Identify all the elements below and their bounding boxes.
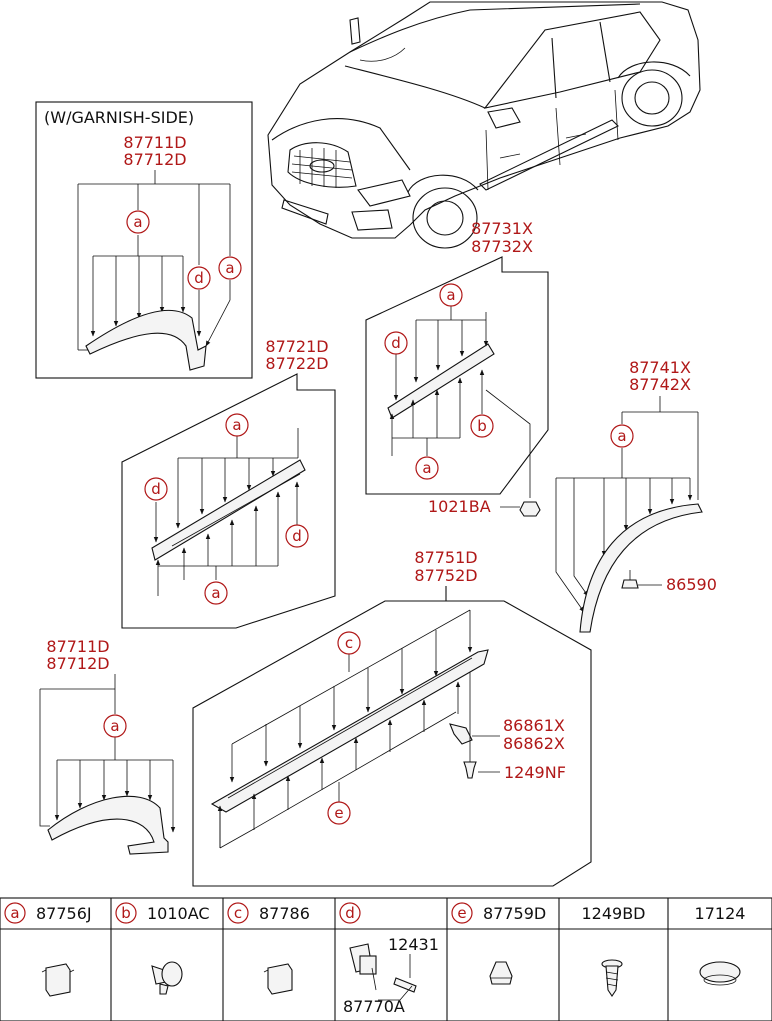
- front-door-molding-group: 87721D 87722D a d d a: [121, 337, 336, 629]
- sill-part-number-1: 87751D: [414, 548, 477, 567]
- front-door-molding: [151, 459, 306, 561]
- rear-arch-part-number-1: 87741X: [629, 358, 691, 377]
- svg-text:d: d: [292, 527, 302, 545]
- garnish-title: (W/GARNISH-SIDE): [44, 108, 194, 127]
- garnish-part-number-1: 87711D: [123, 133, 186, 152]
- legend-part-number: 17124: [695, 904, 746, 923]
- front-arch-molding-group: 87711D 87712D a: [39, 637, 176, 855]
- screw-part-number: 1249NF: [504, 763, 566, 782]
- legend-cell-d: d: [339, 902, 361, 924]
- legend-cell-1249BD: 1249BD: [581, 904, 645, 923]
- callout-circle-a: [126, 210, 150, 234]
- legend-letter: b: [121, 904, 131, 922]
- svg-text:d: d: [391, 334, 401, 352]
- svg-text:e: e: [334, 804, 343, 822]
- legend-letter: d: [345, 904, 355, 922]
- garnish-side-group: (W/GARNISH-SIDE) 87711D 87712D a d a: [35, 101, 253, 379]
- legend-cell-c: c 87786: [227, 902, 310, 924]
- legend-part-d-fasteners: [349, 943, 417, 1001]
- legend-part-number: 87756J: [36, 904, 92, 923]
- legend-part-plug-17124: [699, 961, 741, 986]
- side-sill-molding-group: 87751D 87752D c e 86861X 86862X: [192, 548, 592, 887]
- svg-text:c: c: [345, 634, 353, 652]
- legend-cell-17124: 17124: [695, 904, 746, 923]
- legend-letter: c: [234, 904, 242, 922]
- svg-text:b: b: [477, 417, 487, 435]
- callout-circle-a: [218, 256, 242, 280]
- svg-text:a: a: [225, 259, 234, 277]
- legend-part-number: 87786: [259, 904, 310, 923]
- garnish-part-number-2: 87712D: [123, 150, 186, 169]
- legend-d-sub-part-2: 87770A: [343, 997, 405, 1016]
- legend-letter: e: [457, 904, 466, 922]
- front-door-part-number-1: 87721D: [265, 337, 328, 356]
- rear-door-molding-group: 87731X 87732X a d b a 1021BA: [365, 219, 549, 517]
- legend-circle-e: [451, 902, 473, 924]
- legend-part-b-clip: [151, 961, 183, 995]
- front-door-part-number-2: 87722D: [265, 354, 328, 373]
- front-arch-part-number-2: 87712D: [46, 654, 109, 673]
- legend-part-number: 1010AC: [147, 904, 210, 923]
- svg-text:a: a: [211, 584, 220, 602]
- rear-arch-part-number-2: 87742X: [629, 375, 691, 394]
- garnish-arch-molding: [85, 310, 207, 371]
- legend-cell-b: b 1010AC: [115, 902, 210, 924]
- legend-part-screw-1249BD: [601, 959, 623, 997]
- legend-part-number: 1249BD: [581, 904, 645, 923]
- nut-part-number: 1021BA: [428, 497, 491, 516]
- bracket-part-number-2: 86862X: [503, 734, 565, 753]
- sill-part-number-2: 87752D: [414, 566, 477, 585]
- garnish-frame: [35, 101, 253, 379]
- legend-circle-d: [339, 902, 361, 924]
- side-sill-molding: [210, 649, 489, 813]
- screw-1249NF: [463, 761, 477, 779]
- rear-arch-molding: [579, 503, 703, 633]
- svg-text:a: a: [446, 286, 455, 304]
- legend-part-c-clip: [263, 963, 293, 995]
- bracket-86861X: [449, 723, 473, 745]
- svg-text:d: d: [151, 480, 161, 498]
- legend-d-sub-part-1: 12431: [388, 935, 439, 954]
- rear-door-part-number-1: 87731X: [471, 219, 533, 238]
- legend-circle-a: [4, 902, 26, 924]
- legend-circle-b: [115, 902, 137, 924]
- svg-text:a: a: [232, 416, 241, 434]
- svg-text:a: a: [110, 717, 119, 735]
- clip-86590: [621, 579, 639, 589]
- bracket-part-number-1: 86861X: [503, 716, 565, 735]
- nut-1021BA: [519, 501, 541, 517]
- legend-cell-a: a 87756J: [4, 902, 92, 924]
- legend-part-number: 87759D: [483, 904, 546, 923]
- legend-part-e-clip: [489, 961, 513, 985]
- legend-headers: a 87756J b 1010AC c 87786 d e 87759D 1249BD 17124: [4, 902, 746, 924]
- svg-text:a: a: [133, 213, 142, 231]
- front-arch-molding: [47, 795, 169, 855]
- svg-text:a: a: [422, 459, 431, 477]
- rear-arch-molding-group: 87741X 87742X a 86590: [555, 358, 717, 633]
- svg-text:d: d: [194, 269, 204, 287]
- legend-cell-e: e 87759D: [451, 902, 546, 924]
- svg-text:a: a: [617, 427, 626, 445]
- vehicle-illustration: [267, 1, 701, 249]
- rear-door-molding: [387, 343, 495, 419]
- front-arch-part-number-1: 87711D: [46, 637, 109, 656]
- clip-part-number: 86590: [666, 575, 717, 594]
- legend-part-a-clip: [41, 963, 75, 997]
- rear-door-part-number-2: 87732X: [471, 237, 533, 256]
- legend-table: [0, 897, 772, 1021]
- legend-letter: a: [10, 904, 19, 922]
- legend-circle-c: [227, 902, 249, 924]
- callout-circle-d: [187, 266, 211, 290]
